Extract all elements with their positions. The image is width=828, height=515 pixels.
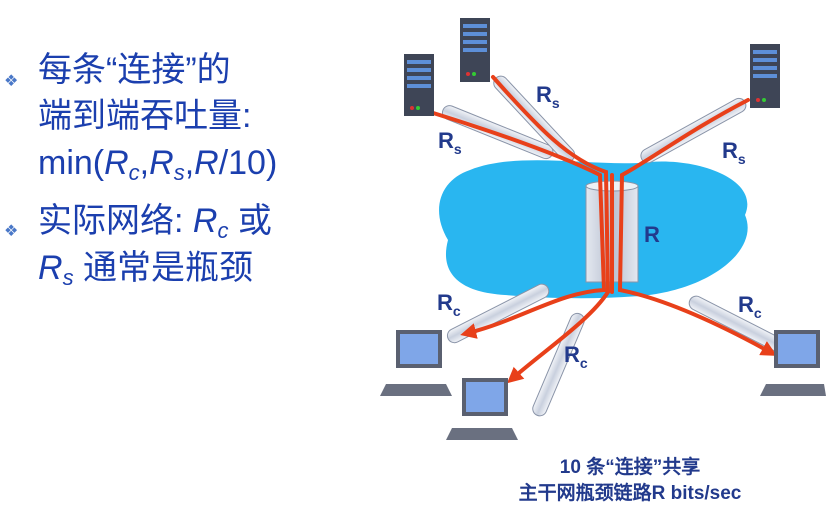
bullet1-line2: 端到端吞吐量: (38, 97, 252, 135)
label-rc-mid: Rc (564, 342, 588, 371)
link-client-mid (532, 312, 585, 417)
client-mid-icon (446, 378, 518, 440)
server-mid-icon (460, 18, 490, 82)
label-rc-right: Rc (738, 292, 762, 321)
label-rc-left: Rc (437, 290, 461, 319)
label-rs-left: Rs (438, 128, 462, 157)
label-rs-mid: Rs (536, 82, 560, 111)
label-rs-right: Rs (722, 138, 746, 167)
label-r-bottleneck: R (644, 222, 660, 247)
flows (428, 75, 778, 384)
bullet1-line1: 每条“连接”的 (38, 51, 231, 89)
server-right-icon (750, 44, 780, 108)
caption-line2: 主干网瓶颈链路R bits/sec (518, 483, 742, 504)
bullet1-formula: min(Rc,Rs,R/10) (38, 144, 278, 185)
client-left-icon (380, 330, 452, 396)
caption-line1: 10 条“连接”共享 (559, 457, 701, 478)
server-left-icon (404, 54, 434, 116)
bullet2-line1: 实际网络: Rc 或 (38, 202, 272, 243)
bullet2-line2: Rs 通常是瓶颈 (38, 249, 254, 290)
client-right-icon (760, 330, 826, 396)
